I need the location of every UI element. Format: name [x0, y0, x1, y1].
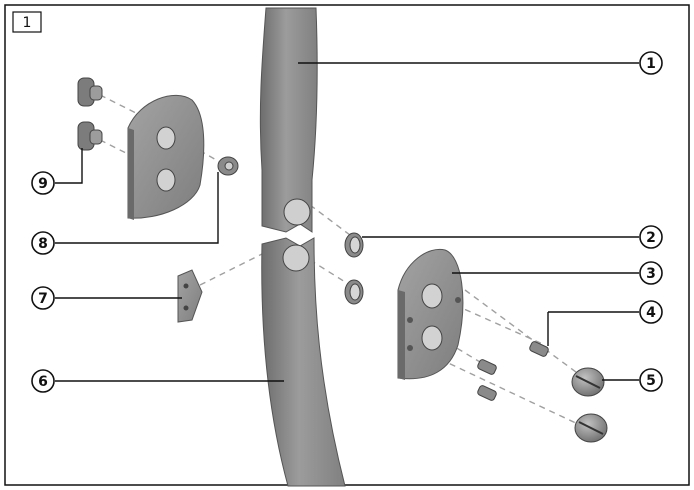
- callout-2: 2: [639, 225, 663, 249]
- figure-number: 1: [23, 15, 32, 31]
- callout-9: 9: [31, 171, 55, 195]
- ring-lower: [344, 279, 364, 305]
- screw-a: [529, 341, 549, 357]
- callout-label-6: 6: [38, 374, 48, 390]
- strap-lower: [261, 237, 346, 487]
- nut: [217, 156, 239, 176]
- callout-1: 1: [639, 51, 663, 75]
- rivet-screw-lower: [77, 121, 103, 151]
- callout-6: 6: [31, 369, 55, 393]
- back-plate: [127, 94, 205, 220]
- callout-label-3: 3: [646, 266, 656, 282]
- knob-screw-lower: [574, 413, 608, 443]
- leader-lines: [55, 62, 639, 382]
- callout-label-7: 7: [38, 291, 48, 307]
- callout-3: 3: [639, 261, 663, 285]
- callout-7: 7: [31, 286, 55, 310]
- frame-border: [4, 4, 690, 486]
- front-plate: [397, 248, 464, 380]
- callout-label-1: 1: [646, 56, 656, 72]
- screw-c: [477, 385, 497, 401]
- callout-label-2: 2: [646, 230, 656, 246]
- callout-5: 5: [639, 368, 663, 392]
- knob-screw-upper: [571, 367, 605, 397]
- callout-label-5: 5: [646, 373, 656, 389]
- callout-4: 4: [639, 300, 663, 324]
- screw-b: [477, 359, 497, 375]
- rivet-screw-upper: [77, 77, 103, 107]
- callout-label-8: 8: [38, 236, 48, 252]
- callout-label-9: 9: [38, 176, 48, 192]
- small-plate: [177, 269, 203, 323]
- strap-upper: [259, 7, 318, 233]
- callout-label-4: 4: [646, 305, 656, 321]
- callout-8: 8: [31, 231, 55, 255]
- figure-number-box: 1: [12, 11, 42, 33]
- ring-upper: [344, 232, 364, 258]
